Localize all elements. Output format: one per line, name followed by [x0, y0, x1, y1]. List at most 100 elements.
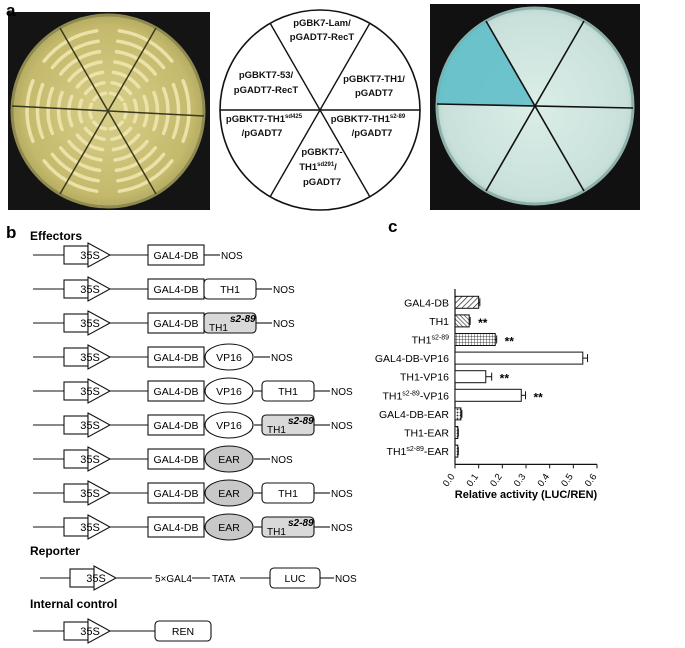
plate-left-dividers: [11, 27, 205, 195]
ren-box-label: REN: [172, 626, 194, 638]
ear-domain-label: EAR: [218, 522, 240, 534]
th1-box-label: TH1: [278, 386, 298, 398]
vp16-domain: [204, 411, 254, 439]
vp16-domain: [204, 343, 254, 371]
promoter-label: 35S: [80, 250, 100, 262]
gal4-db-box: [147, 244, 205, 266]
sector-label-th1-sd291: pGBKT7-TH1sd291/pGADT7: [299, 147, 342, 188]
sector-label-53: pGBKT7-53/pGADT7-RecT: [234, 70, 299, 96]
promoter-label: 35S: [80, 420, 100, 432]
promoter-box: [63, 245, 89, 265]
colony-streak: [77, 98, 84, 124]
category-label: TH1-EAR: [404, 428, 449, 440]
colony-streak: [142, 94, 149, 128]
promoter-arrow: [87, 446, 112, 472]
promoter-arrow: [87, 310, 112, 336]
category-label: TH1s2-89: [412, 335, 449, 347]
reporter-heading: Reporter: [30, 544, 80, 558]
category-label: TH1: [429, 316, 449, 328]
gal4-db-box: [147, 312, 205, 334]
nos-terminator: NOS: [273, 319, 295, 330]
category-label: TH1-VP16: [400, 372, 449, 384]
promoter-arrow: [87, 618, 112, 644]
x-tick-label: 0.1: [465, 472, 482, 489]
promoter-arrow: [87, 514, 112, 540]
promoter-box: [63, 483, 89, 503]
colony-streak: [25, 78, 35, 144]
category-label: GAL4-DB: [404, 297, 449, 309]
promoter-label: 35S: [80, 352, 100, 364]
nos-terminator: NOS: [273, 285, 295, 296]
category-label: TH1s2-89-EAR: [387, 446, 450, 458]
significance-marker: **: [505, 335, 515, 349]
gal4-db-box-label: GAL4-DB: [154, 318, 199, 330]
th1-s2-89-box: [203, 312, 257, 334]
gal4-db-box-label: GAL4-DB: [154, 386, 199, 398]
colony-streak: [88, 102, 94, 120]
promoter-label: 35S: [80, 386, 100, 398]
gal4-db-box-label: GAL4-DB: [154, 352, 199, 364]
gal4-db-box: [147, 448, 205, 470]
th1-s2-89-box-label: TH1: [267, 527, 286, 538]
colony-streak: [161, 86, 170, 136]
effectors-heading: Effectors: [30, 229, 82, 243]
category-label: TH1s2-89-VP16: [382, 390, 449, 402]
category-label: GAL4-DB-EAR: [379, 409, 449, 421]
luc-box: [269, 567, 321, 589]
nos-terminator: NOS: [331, 523, 353, 534]
promoter-arrow: [87, 344, 112, 370]
nos-terminator: NOS: [331, 421, 353, 432]
gal4-db-box-label: GAL4-DB: [154, 522, 199, 534]
th1-box: [261, 380, 315, 402]
promoter-arrow: [87, 412, 112, 438]
gal4-db-box: [147, 380, 205, 402]
ear-domain: [204, 445, 254, 473]
gal4-db-box: [147, 414, 205, 436]
promoter-label: 35S: [80, 454, 100, 466]
promoter-box: [69, 568, 95, 588]
colony-streak: [122, 102, 128, 120]
ear-domain: [204, 513, 254, 541]
significance-marker: **: [534, 390, 544, 404]
panel-c-letter: c: [388, 217, 397, 236]
x-tick-label: 0.4: [536, 472, 553, 489]
nos-terminator: NOS: [335, 574, 357, 585]
th1-s2-89-box: [261, 516, 315, 538]
ear-domain-label: EAR: [218, 488, 240, 500]
th1-s2-89-box: [261, 414, 315, 436]
x-tick-label: 0.5: [559, 472, 576, 489]
panel-a-letter: a: [6, 1, 16, 20]
nos-terminator: NOS: [271, 353, 293, 364]
promoter-arrow: [87, 480, 112, 506]
colony-streak: [56, 90, 64, 132]
promoter-arrow: [87, 242, 112, 268]
bar: [454, 370, 487, 384]
promoter-box: [63, 381, 89, 401]
vp16-domain-label: VP16: [216, 386, 242, 398]
panel-a-figure: pGBK7-Lam/pGADT7-RecT pGBKT7-TH1/pGADT7 …: [6, 1, 640, 211]
gal4-db-box: [147, 482, 205, 504]
promoter-box: [63, 517, 89, 537]
panel-b-letter: b: [6, 223, 16, 242]
vp16-domain: [204, 377, 254, 405]
promoter-label: 35S: [80, 522, 100, 534]
promoter-box: [63, 449, 89, 469]
bar: [454, 333, 496, 346]
x-axis-label: Relative activity (LUC/REN): [455, 489, 598, 501]
promoter-box: [63, 347, 89, 367]
gal4-db-box-label: GAL4-DB: [154, 284, 199, 296]
promoter-label: 35S: [80, 488, 100, 500]
promoter-box: [63, 621, 89, 641]
promoter-arrow: [93, 565, 118, 591]
th1-s2-89-box-label: TH1: [209, 323, 228, 334]
gal4-db-box-label: GAL4-DB: [154, 454, 199, 466]
significance-marker: **: [478, 316, 488, 330]
th1-box: [203, 278, 257, 300]
gal4x5-element: 5×GAL4: [155, 574, 192, 585]
